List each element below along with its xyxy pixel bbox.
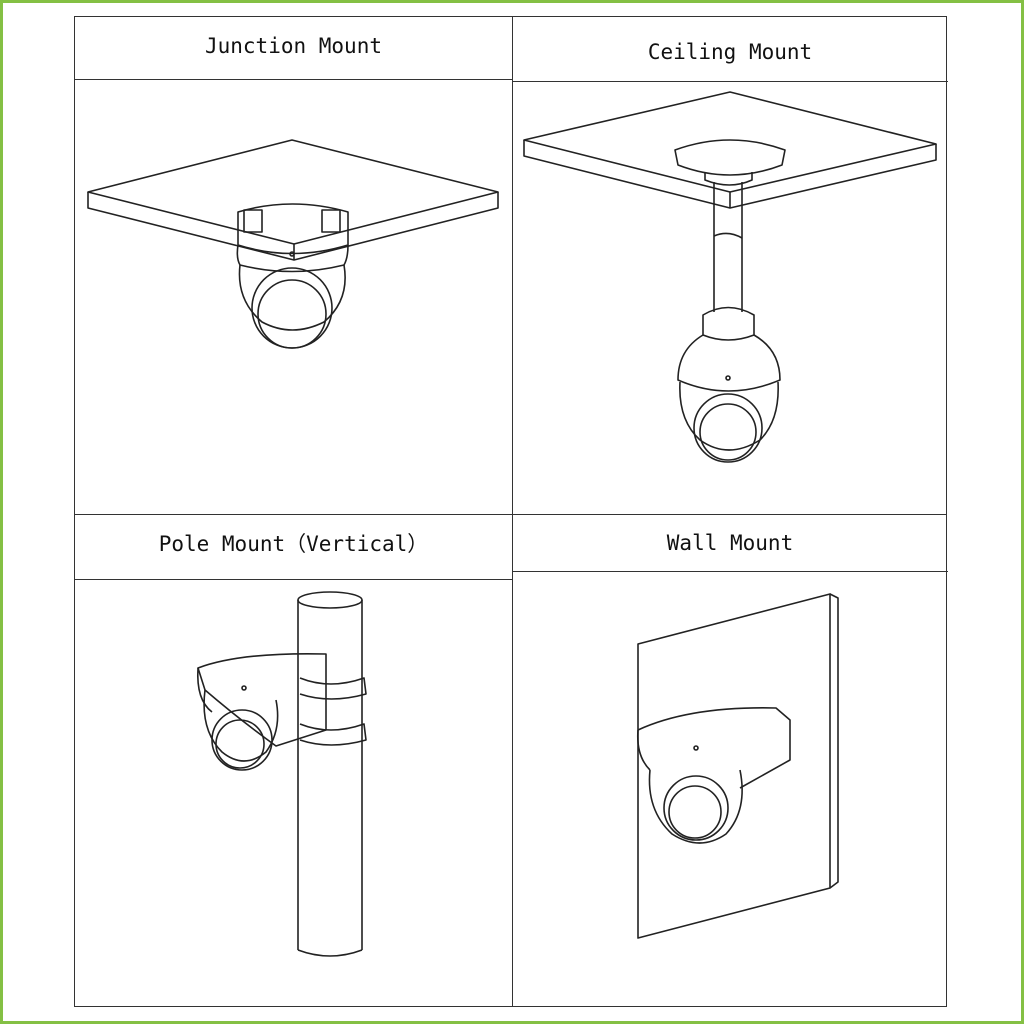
panel-ceiling-mount: Ceiling Mount [512, 17, 948, 514]
wall-mount-camera-illustration [636, 593, 839, 939]
panel-title: Junction Mount [75, 17, 512, 80]
panel-title: Wall Mount [512, 514, 948, 572]
column-divider [512, 17, 513, 1006]
ceiling-mount-camera-illustration [523, 91, 937, 463]
panel-pole-mount: Pole Mount（Vertical） [75, 514, 512, 1008]
panel-title: Pole Mount（Vertical） [75, 514, 512, 580]
junction-mount-camera-illustration [87, 139, 499, 349]
row-divider [75, 514, 946, 515]
panel-junction-mount: Junction Mount [75, 17, 512, 514]
panel-wall-mount: Wall Mount [512, 514, 948, 1008]
panel-title: Ceiling Mount [512, 17, 948, 82]
mount-options-grid: Junction Mount Ceiling Mount Pole Mount（… [74, 16, 948, 1008]
pole-mount-camera-illustration [196, 591, 367, 957]
